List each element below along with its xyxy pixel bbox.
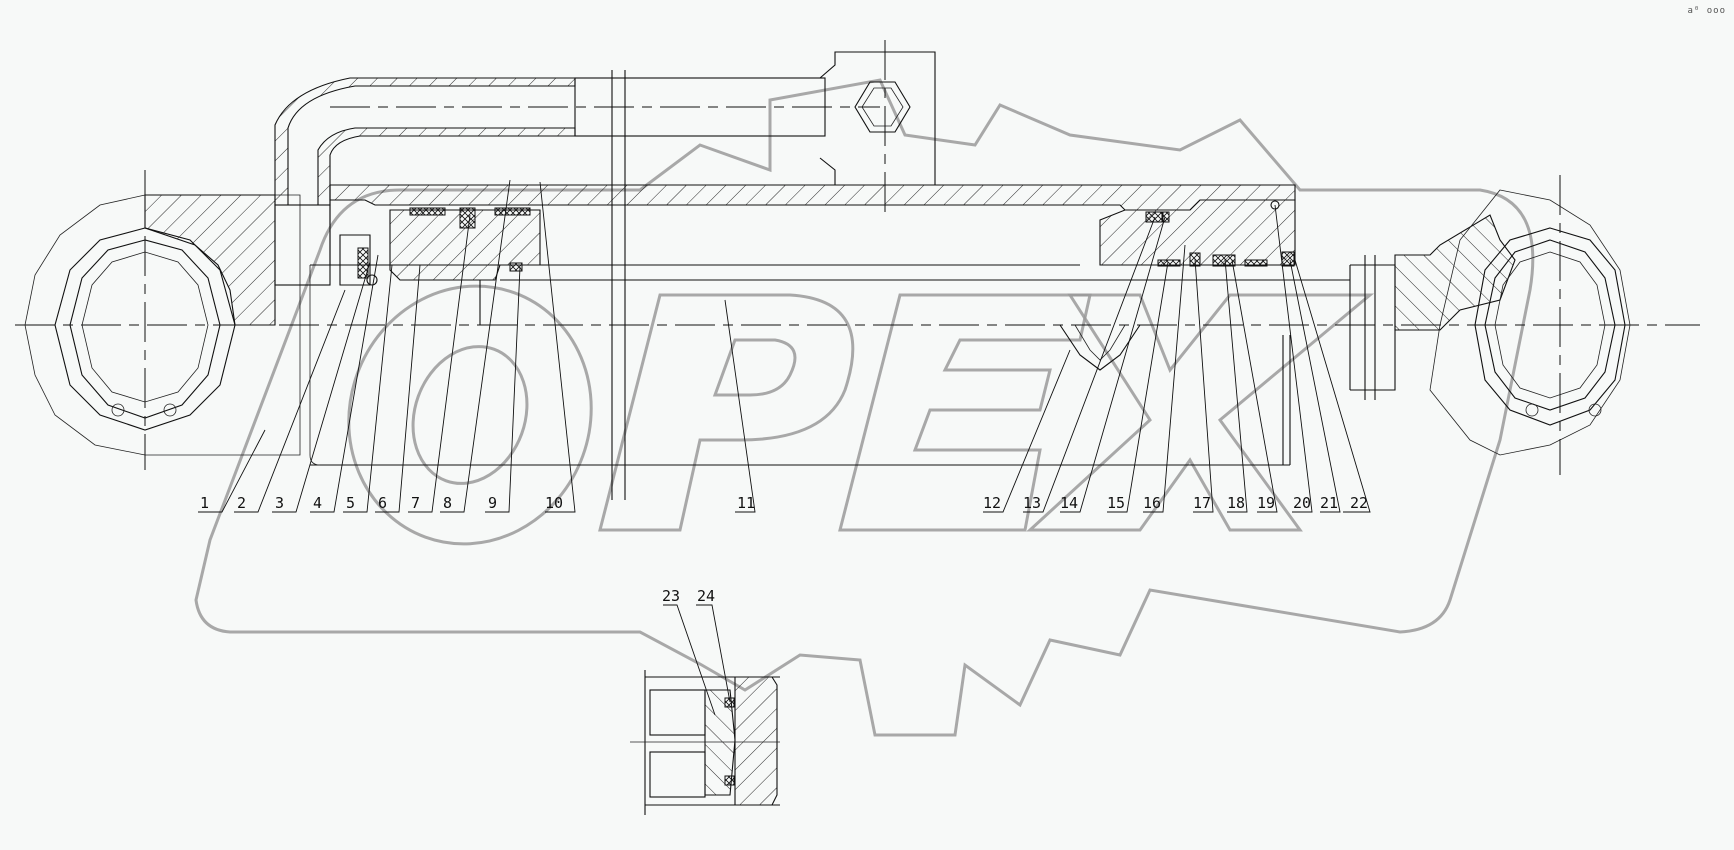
callout-19: 19 [1257, 494, 1275, 512]
callout-14: 14 [1060, 494, 1078, 512]
callout-8: 8 [443, 494, 452, 512]
callout-12: 12 [983, 494, 1001, 512]
right-eye-mount [1350, 175, 1631, 475]
callout-4: 4 [313, 494, 322, 512]
callout-24: 24 [697, 587, 715, 605]
detail-view [630, 670, 780, 815]
callout-6: 6 [378, 494, 387, 512]
left-eye-mount [24, 170, 301, 470]
callout-11: 11 [737, 494, 755, 512]
callout-1: 1 [200, 494, 209, 512]
corner-mark: a⁰ ooo [1687, 6, 1726, 16]
hydraulic-pipe [274, 40, 936, 286]
callout-10: 10 [545, 494, 563, 512]
piston-rod [500, 70, 1376, 500]
piston [339, 207, 541, 325]
callout-15: 15 [1107, 494, 1125, 512]
callout-22: 22 [1350, 494, 1368, 512]
callout-20: 20 [1293, 494, 1311, 512]
callout-7: 7 [411, 494, 420, 512]
callout-21: 21 [1320, 494, 1338, 512]
callout-23: 23 [662, 587, 680, 605]
callout-13: 13 [1023, 494, 1041, 512]
callout-2: 2 [237, 494, 246, 512]
callout-17: 17 [1193, 494, 1211, 512]
callout-5: 5 [346, 494, 355, 512]
watermark [194, 78, 1535, 737]
callouts: 1 2 3 4 5 6 7 8 9 10 11 12 13 14 15 16 1… [198, 179, 1371, 716]
callout-3: 3 [275, 494, 284, 512]
callout-16: 16 [1143, 494, 1161, 512]
callout-9: 9 [488, 494, 497, 512]
port-fitting [1059, 324, 1141, 371]
callout-18: 18 [1227, 494, 1245, 512]
cylinder-head-gland [1099, 199, 1296, 267]
